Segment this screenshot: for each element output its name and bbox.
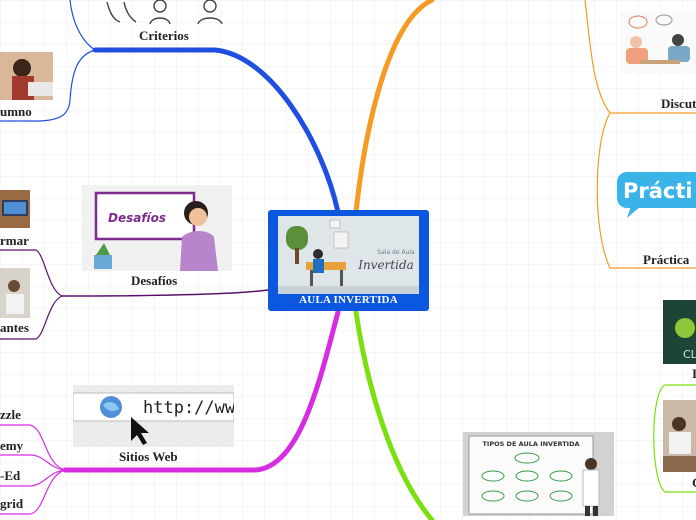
central-image-word: Invertida — [357, 258, 414, 272]
connector-desafios-child2 — [0, 295, 63, 340]
desafios-image: Desafíos — [82, 185, 232, 271]
discusion-label[interactable]: Discut — [661, 96, 696, 111]
connector-sitios-c4 — [0, 469, 66, 515]
tipos-image-title: TIPOS DE AULA INVERTIDA — [482, 440, 579, 448]
connector-sitios — [62, 309, 341, 473]
central-title: AULA INVERTIDA — [299, 294, 398, 306]
criterios-image — [102, 0, 230, 26]
right-partial-label-2[interactable]: C — [692, 475, 696, 491]
criterios-child-image — [0, 52, 53, 100]
connector-green — [353, 309, 435, 520]
desafios-image-word: Desafíos — [108, 211, 166, 225]
desafios-child1-label[interactable]: rmar — [0, 233, 29, 248]
central-node[interactable]: Sala de Aula Invertida AULA INVERTIDA — [268, 210, 429, 311]
right-partial-label-1[interactable]: I — [692, 366, 696, 381]
connector-criterios-child — [0, 49, 96, 122]
connector-sitios-c1 — [0, 424, 66, 471]
discusion-image — [620, 12, 696, 74]
sitios-web-image-word: http://ww — [143, 398, 234, 418]
connector-discusion — [584, 0, 696, 114]
connector-sitios-c2 — [0, 454, 66, 471]
connector-desafios-child1 — [0, 249, 63, 297]
connector-criterios-top — [69, 0, 96, 51]
sitios-web-child2[interactable]: emy — [0, 438, 24, 453]
desafios-child1-image — [0, 190, 30, 228]
central-image: Sala de Aula Invertida — [278, 216, 419, 294]
connector-sitios-c3 — [0, 469, 66, 487]
connector-criterios — [92, 47, 341, 215]
tipos-image: TIPOS DE AULA INVERTIDA — [463, 432, 614, 516]
connector-desafios — [61, 289, 269, 297]
criterios-child-label[interactable]: umno — [0, 104, 32, 119]
right-partial-image-1: CL — [663, 300, 696, 364]
criterios-label[interactable]: Criterios — [139, 28, 189, 43]
central-image-script: Sala de Aula — [377, 249, 415, 256]
right-partial-image-2 — [663, 400, 696, 472]
practica-image: Prácti — [617, 168, 696, 220]
practica-image-word: Prácti — [623, 179, 693, 203]
desafios-child2-image — [0, 268, 30, 318]
connector-orange — [353, 0, 435, 215]
right-partial-image-word: CL — [683, 348, 696, 361]
connector-green-r1 — [653, 384, 696, 493]
sitios-web-child3[interactable]: -Ed — [0, 468, 21, 483]
connector-practica — [596, 112, 696, 269]
sitios-web-child4[interactable]: grid — [0, 496, 24, 511]
desafios-child2-label[interactable]: antes — [0, 320, 29, 335]
practica-label[interactable]: Práctica — [643, 252, 690, 267]
sitios-web-label[interactable]: Sitios Web — [119, 449, 178, 464]
sitios-web-image: http://ww — [73, 385, 234, 447]
sitios-web-child1[interactable]: zzle — [0, 407, 21, 422]
desafios-label[interactable]: Desafíos — [131, 273, 178, 288]
